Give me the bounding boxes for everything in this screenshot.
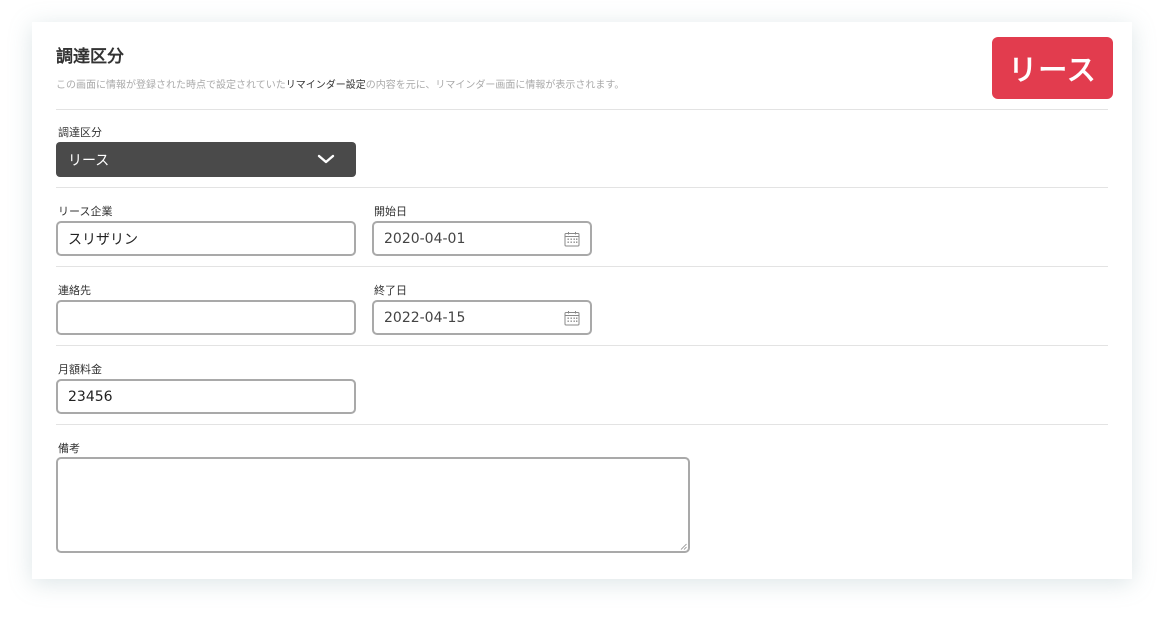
end-date-input[interactable]: 2022-04-15 xyxy=(372,300,592,335)
monthly-fee-input[interactable]: 23456 xyxy=(56,379,356,414)
section-title: 調達区分 xyxy=(56,47,124,67)
calendar-icon[interactable] xyxy=(564,310,580,326)
procurement-type-badge: リース xyxy=(992,37,1113,99)
end-date-label: 終了日 xyxy=(374,284,407,297)
contact-input[interactable] xyxy=(56,300,356,335)
lease-company-label: リース企業 xyxy=(58,205,113,218)
start-date-input[interactable]: 2020-04-01 xyxy=(372,221,592,256)
section-description: この画面に情報が登録された時点で設定されていたリマインダー設定の内容を元に、リマ… xyxy=(56,76,624,91)
monthly-fee-label: 月額料金 xyxy=(58,363,102,376)
notes-textarea[interactable] xyxy=(56,457,690,553)
lease-company-input[interactable]: スリザリン xyxy=(56,221,356,256)
procurement-card: 調達区分 この画面に情報が登録された時点で設定されていたリマインダー設定の内容を… xyxy=(32,22,1132,579)
chevron-down-icon xyxy=(317,154,335,164)
lease-company-value: スリザリン xyxy=(68,231,138,248)
divider xyxy=(56,345,1108,346)
divider xyxy=(56,424,1108,425)
start-date-label: 開始日 xyxy=(374,205,407,218)
monthly-fee-value: 23456 xyxy=(68,388,113,405)
divider xyxy=(56,187,1108,188)
procurement-select-value: リース xyxy=(68,152,110,169)
divider xyxy=(56,109,1108,110)
divider xyxy=(56,266,1108,267)
reminder-settings-link[interactable]: リマインダー設定 xyxy=(285,80,366,91)
contact-label: 連絡先 xyxy=(58,284,91,297)
description-text: この画面に情報が登録された時点で設定されていた xyxy=(56,80,286,91)
notes-label: 備考 xyxy=(58,442,80,455)
end-date-value: 2022-04-15 xyxy=(384,309,466,326)
resize-grip-icon[interactable] xyxy=(680,543,687,550)
procurement-label: 調達区分 xyxy=(58,126,102,139)
calendar-icon[interactable] xyxy=(564,231,580,247)
start-date-value: 2020-04-01 xyxy=(384,230,466,247)
description-text-tail: の内容を元に、リマインダー画面に情報が表示されます。 xyxy=(365,80,625,91)
procurement-select[interactable]: リース xyxy=(56,142,356,177)
